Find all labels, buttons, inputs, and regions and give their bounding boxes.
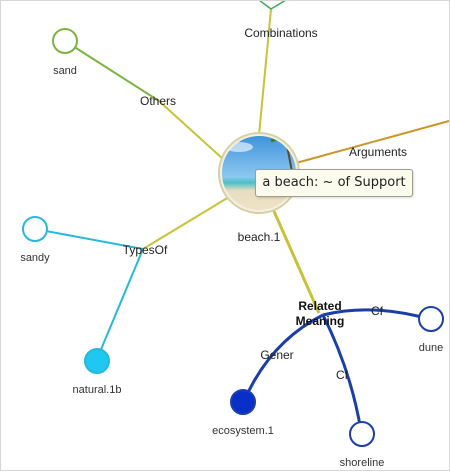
relation-related-line1: Related [298, 299, 341, 313]
edge-typesof[interactable] [142, 196, 230, 250]
center-label: beach.1 [238, 230, 281, 244]
node-sand[interactable]: sand [52, 28, 78, 77]
edge-combinations[interactable] [258, 8, 272, 136]
relation-arguments: Arguments [349, 145, 407, 159]
node-tooltip: a beach: ~ of Support [255, 169, 413, 197]
edge-combinations-fork-right[interactable] [270, 1, 291, 10]
node-sandy[interactable]: sandy [20, 216, 50, 264]
edges [34, 1, 450, 432]
relation-gener: Gener [260, 348, 293, 362]
edge-cf-shoreline[interactable] [321, 314, 363, 432]
relation-others: Others [140, 94, 176, 108]
relation-related-line2: Meaning [296, 314, 345, 328]
relation-cf-bottom: Cf [336, 368, 349, 382]
node-label-shoreline: shoreline [340, 457, 385, 469]
relation-typesof: TypesOf [123, 243, 168, 257]
edge-sandy[interactable] [34, 228, 144, 250]
edge-gener[interactable] [243, 313, 324, 400]
node-label-dune: dune [419, 342, 443, 354]
node-dune[interactable]: dune [418, 306, 444, 354]
node-label-sandy: sandy [20, 252, 50, 264]
node-label-sand: sand [53, 65, 77, 77]
edge-combinations-fork-left[interactable] [255, 1, 272, 10]
relation-cf-top: Cf [371, 304, 384, 318]
edge-sand[interactable] [64, 40, 160, 102]
node-shoreline[interactable]: shoreline [340, 421, 385, 469]
relation-combinations: Combinations [244, 26, 317, 40]
edge-natural[interactable] [96, 248, 144, 360]
node-label-natural: natural.1b [73, 384, 122, 396]
node-natural[interactable]: natural.1b [73, 348, 122, 396]
edge-cf-dune[interactable] [322, 308, 430, 321]
node-label-ecosystem: ecosystem.1 [212, 425, 274, 437]
node-ecosystem[interactable]: ecosystem.1 [212, 389, 274, 437]
edge-arguments[interactable] [295, 120, 450, 164]
edge-others[interactable] [158, 100, 224, 160]
relation-labels: Combinations Others Arguments TypesOf Re… [123, 26, 407, 382]
edge-related-meaning[interactable] [271, 208, 321, 314]
